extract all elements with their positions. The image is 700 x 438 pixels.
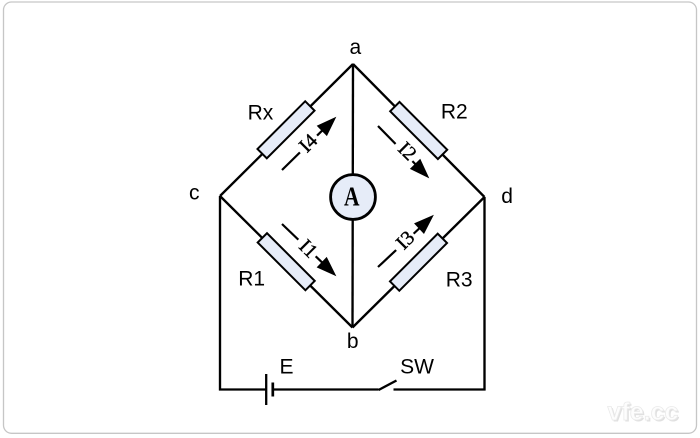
svg-text:Rx: Rx <box>248 102 274 125</box>
svg-text:d: d <box>501 185 513 208</box>
svg-text:c: c <box>189 182 200 205</box>
svg-text:E: E <box>279 356 293 379</box>
svg-text:b: b <box>347 330 359 353</box>
svg-text:a: a <box>349 36 361 59</box>
svg-text:R1: R1 <box>238 268 265 291</box>
svg-text:SW: SW <box>400 356 434 379</box>
svg-text:vfe.cc: vfe.cc <box>608 398 679 426</box>
svg-text:vfe.cc: vfe.cc <box>609 400 680 428</box>
svg-text:R3: R3 <box>446 269 473 292</box>
svg-text:A: A <box>344 182 360 212</box>
svg-text:R2: R2 <box>441 101 468 124</box>
